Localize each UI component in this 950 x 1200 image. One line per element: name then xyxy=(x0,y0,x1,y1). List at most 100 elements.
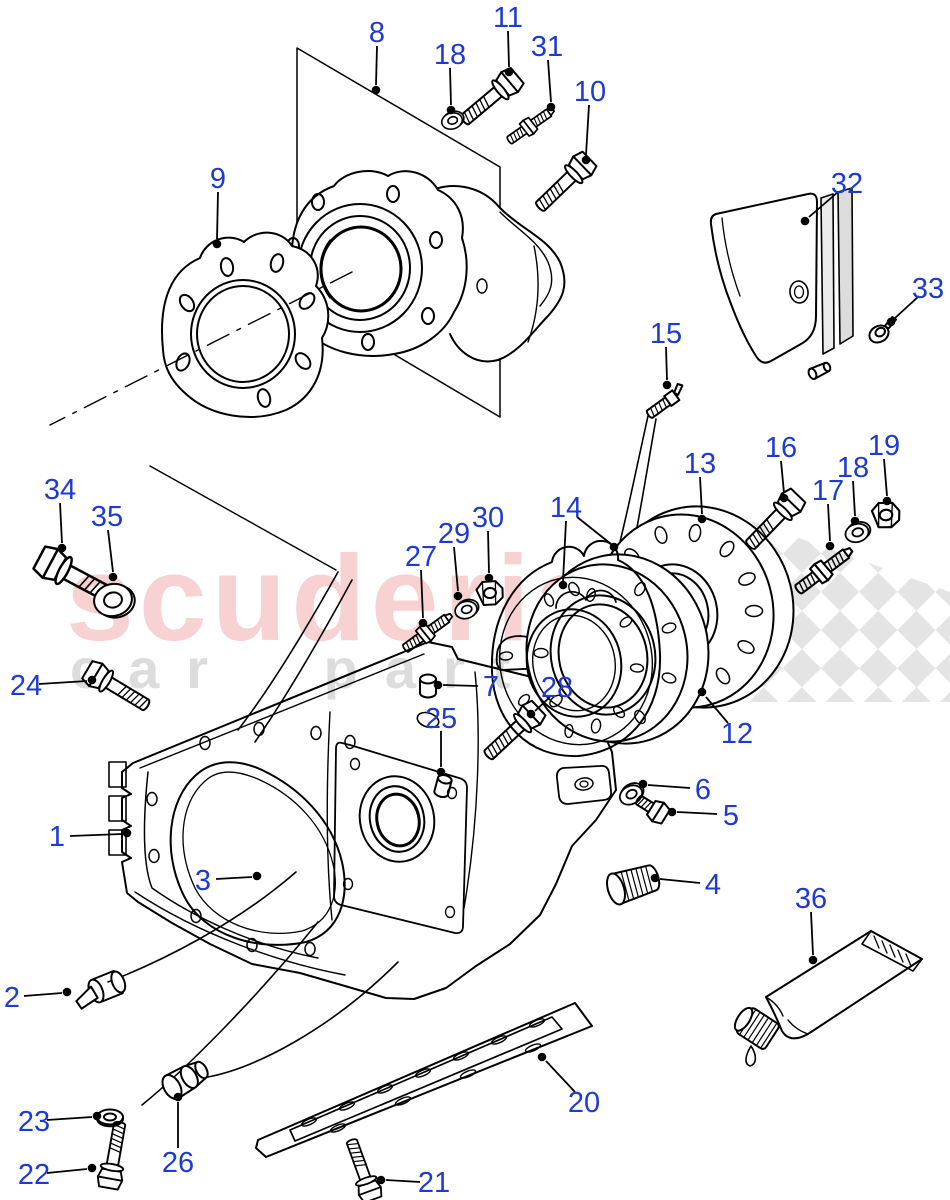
svg-text:36: 36 xyxy=(795,883,827,915)
callout-11: 11 xyxy=(493,2,523,77)
part-32-cover-plate xyxy=(709,187,854,380)
svg-text:33: 33 xyxy=(912,273,944,305)
watermark-tagline-text: car parts xyxy=(70,637,596,700)
svg-text:11: 11 xyxy=(493,2,523,34)
svg-text:25: 25 xyxy=(425,703,457,735)
callout-3: 3 xyxy=(195,865,262,897)
svg-text:2: 2 xyxy=(4,982,20,1014)
callout-18-top: 18 xyxy=(434,39,466,115)
leader-line xyxy=(69,833,123,837)
callout-33: 33 xyxy=(886,273,944,327)
svg-text:19: 19 xyxy=(868,430,900,462)
svg-text:3: 3 xyxy=(195,865,211,897)
svg-text:28: 28 xyxy=(541,672,573,704)
svg-text:8: 8 xyxy=(369,17,385,49)
callout-25: 25 xyxy=(425,703,457,777)
svg-text:13: 13 xyxy=(684,448,716,480)
callout-24: 24 xyxy=(10,670,97,702)
svg-text:20: 20 xyxy=(568,1087,600,1119)
part-9-gasket xyxy=(161,231,330,418)
svg-text:14: 14 xyxy=(550,492,582,524)
callout-12: 12 xyxy=(697,687,753,750)
callout-13: 13 xyxy=(684,448,716,524)
callout-31: 31 xyxy=(531,31,563,112)
callout-23: 23 xyxy=(18,1106,102,1138)
svg-text:23: 23 xyxy=(18,1106,50,1138)
callout-layer: 1 2 3 4 5 6 7 8 9 10 11 18 31 12 13 14 1… xyxy=(4,2,944,1199)
callout-22: 22 xyxy=(18,1159,97,1191)
callout-35: 35 xyxy=(91,501,123,582)
callout-5: 5 xyxy=(667,800,739,832)
callout-30: 30 xyxy=(472,502,504,583)
part-33-screw xyxy=(868,316,898,344)
callout-18-right: 18 xyxy=(837,452,869,526)
alignment-line xyxy=(149,465,337,571)
callout-9: 9 xyxy=(210,163,226,249)
svg-text:27: 27 xyxy=(405,541,437,573)
svg-text:32: 32 xyxy=(831,168,863,200)
callout-19: 19 xyxy=(868,430,900,506)
svg-text:18: 18 xyxy=(837,452,869,484)
part-15-screw xyxy=(645,383,684,419)
svg-text:16: 16 xyxy=(765,432,797,464)
callout-34: 34 xyxy=(44,474,76,553)
svg-text:10: 10 xyxy=(574,76,606,108)
callout-6: 6 xyxy=(638,774,711,806)
callout-15: 15 xyxy=(650,318,682,390)
callout-10: 10 xyxy=(574,76,606,165)
part-4-drain-plug xyxy=(606,864,661,906)
part-8-output-housing xyxy=(286,170,566,363)
svg-text:7: 7 xyxy=(483,671,499,703)
sealant-drip xyxy=(745,1045,757,1067)
part-1-transfer-case-housing xyxy=(108,635,617,1000)
svg-text:31: 31 xyxy=(531,31,563,63)
callout-8: 8 xyxy=(369,17,385,95)
callout-36: 36 xyxy=(795,883,827,965)
svg-text:12: 12 xyxy=(721,718,753,750)
svg-text:35: 35 xyxy=(91,501,123,533)
svg-text:15: 15 xyxy=(650,318,682,350)
svg-text:17: 17 xyxy=(812,475,844,507)
callout-29: 29 xyxy=(438,518,470,601)
callout-1-label: 1 xyxy=(49,821,65,853)
part-8-assembly-box xyxy=(296,47,501,418)
svg-text:34: 34 xyxy=(44,474,76,506)
callout-21: 21 xyxy=(376,1167,450,1199)
svg-text:24: 24 xyxy=(10,670,42,702)
callout-28: 28 xyxy=(526,672,573,719)
part-36-sealant-tube xyxy=(733,930,923,1067)
svg-text:21: 21 xyxy=(418,1167,450,1199)
callout-17: 17 xyxy=(812,475,844,551)
part-22-bolt xyxy=(95,1118,134,1192)
callout-4: 4 xyxy=(650,869,721,901)
svg-text:18: 18 xyxy=(434,39,466,71)
leader-dot xyxy=(122,828,132,838)
part-26-plug xyxy=(161,1060,209,1100)
callout-2: 2 xyxy=(4,982,72,1014)
svg-text:26: 26 xyxy=(162,1147,194,1179)
callout-20: 20 xyxy=(537,1052,600,1119)
callout-26: 26 xyxy=(162,1092,194,1179)
callout-14: 14 xyxy=(550,492,619,590)
svg-text:22: 22 xyxy=(18,1159,50,1191)
part-21-bolt xyxy=(339,1135,385,1200)
part-2-plug xyxy=(75,969,127,1010)
callout-16: 16 xyxy=(765,432,797,503)
svg-text:29: 29 xyxy=(438,518,470,550)
watermark-brand-text: scuderia xyxy=(66,530,608,666)
part-35-washer xyxy=(93,582,136,619)
part-23-washer xyxy=(96,1108,124,1128)
part-19-nut xyxy=(870,500,902,530)
callout-7: 7 xyxy=(433,671,499,703)
callout-1: 1 xyxy=(49,821,132,853)
svg-text:9: 9 xyxy=(210,163,226,195)
alignment-axis-line xyxy=(49,271,353,426)
part-11-bolt xyxy=(453,64,527,132)
part-20-bottom-cover-gasket xyxy=(255,1002,593,1158)
callout-32: 32 xyxy=(800,168,863,226)
part-25-dowel xyxy=(433,773,453,798)
svg-text:30: 30 xyxy=(472,502,504,534)
svg-text:5: 5 xyxy=(723,800,739,832)
svg-text:4: 4 xyxy=(705,869,721,901)
